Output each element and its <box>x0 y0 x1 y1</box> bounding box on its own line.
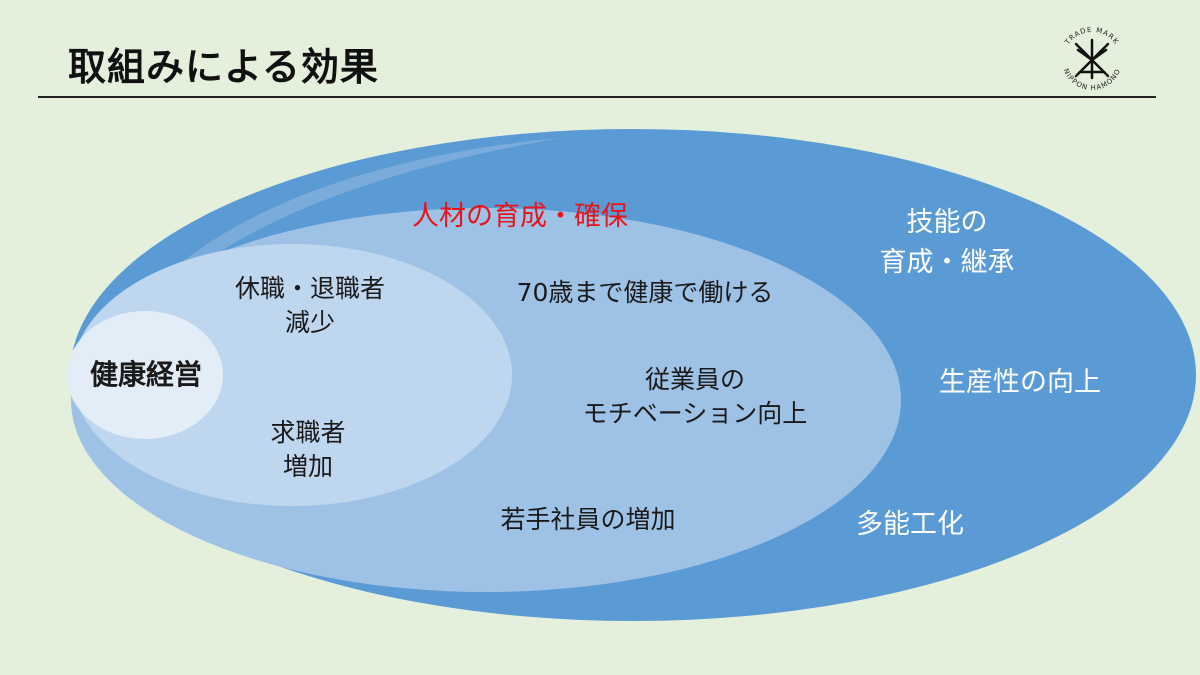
effect-more-young-staff: 若手社員の増加 <box>500 505 676 534</box>
effect-multi-skilling: 多能工化 <box>856 509 964 540</box>
effect-fewer-resignations: 休職・退職者減少 <box>234 274 385 337</box>
page-title: 取組みによる効果 <box>68 45 379 89</box>
inner-ring <box>67 311 223 439</box>
talent-development-header: 人材の育成・確保 <box>412 201 628 232</box>
effect-skill-transfer: 技能の育成・継承 <box>879 207 1015 278</box>
effect-productivity: 生産性の向上 <box>939 367 1101 398</box>
effect-work-until-70: 70歳まで健康で働ける <box>516 278 774 307</box>
nippon-hamono-logo: TRADE MARK NIPPON HAMONO <box>1062 26 1122 92</box>
effect-motivation: 従業員のモチベーション向上 <box>582 365 808 428</box>
health-management-label: 健康経営 <box>89 358 202 391</box>
title-divider <box>38 96 1156 98</box>
second-ring <box>72 244 512 506</box>
effect-more-applicants: 求職者増加 <box>270 418 346 481</box>
